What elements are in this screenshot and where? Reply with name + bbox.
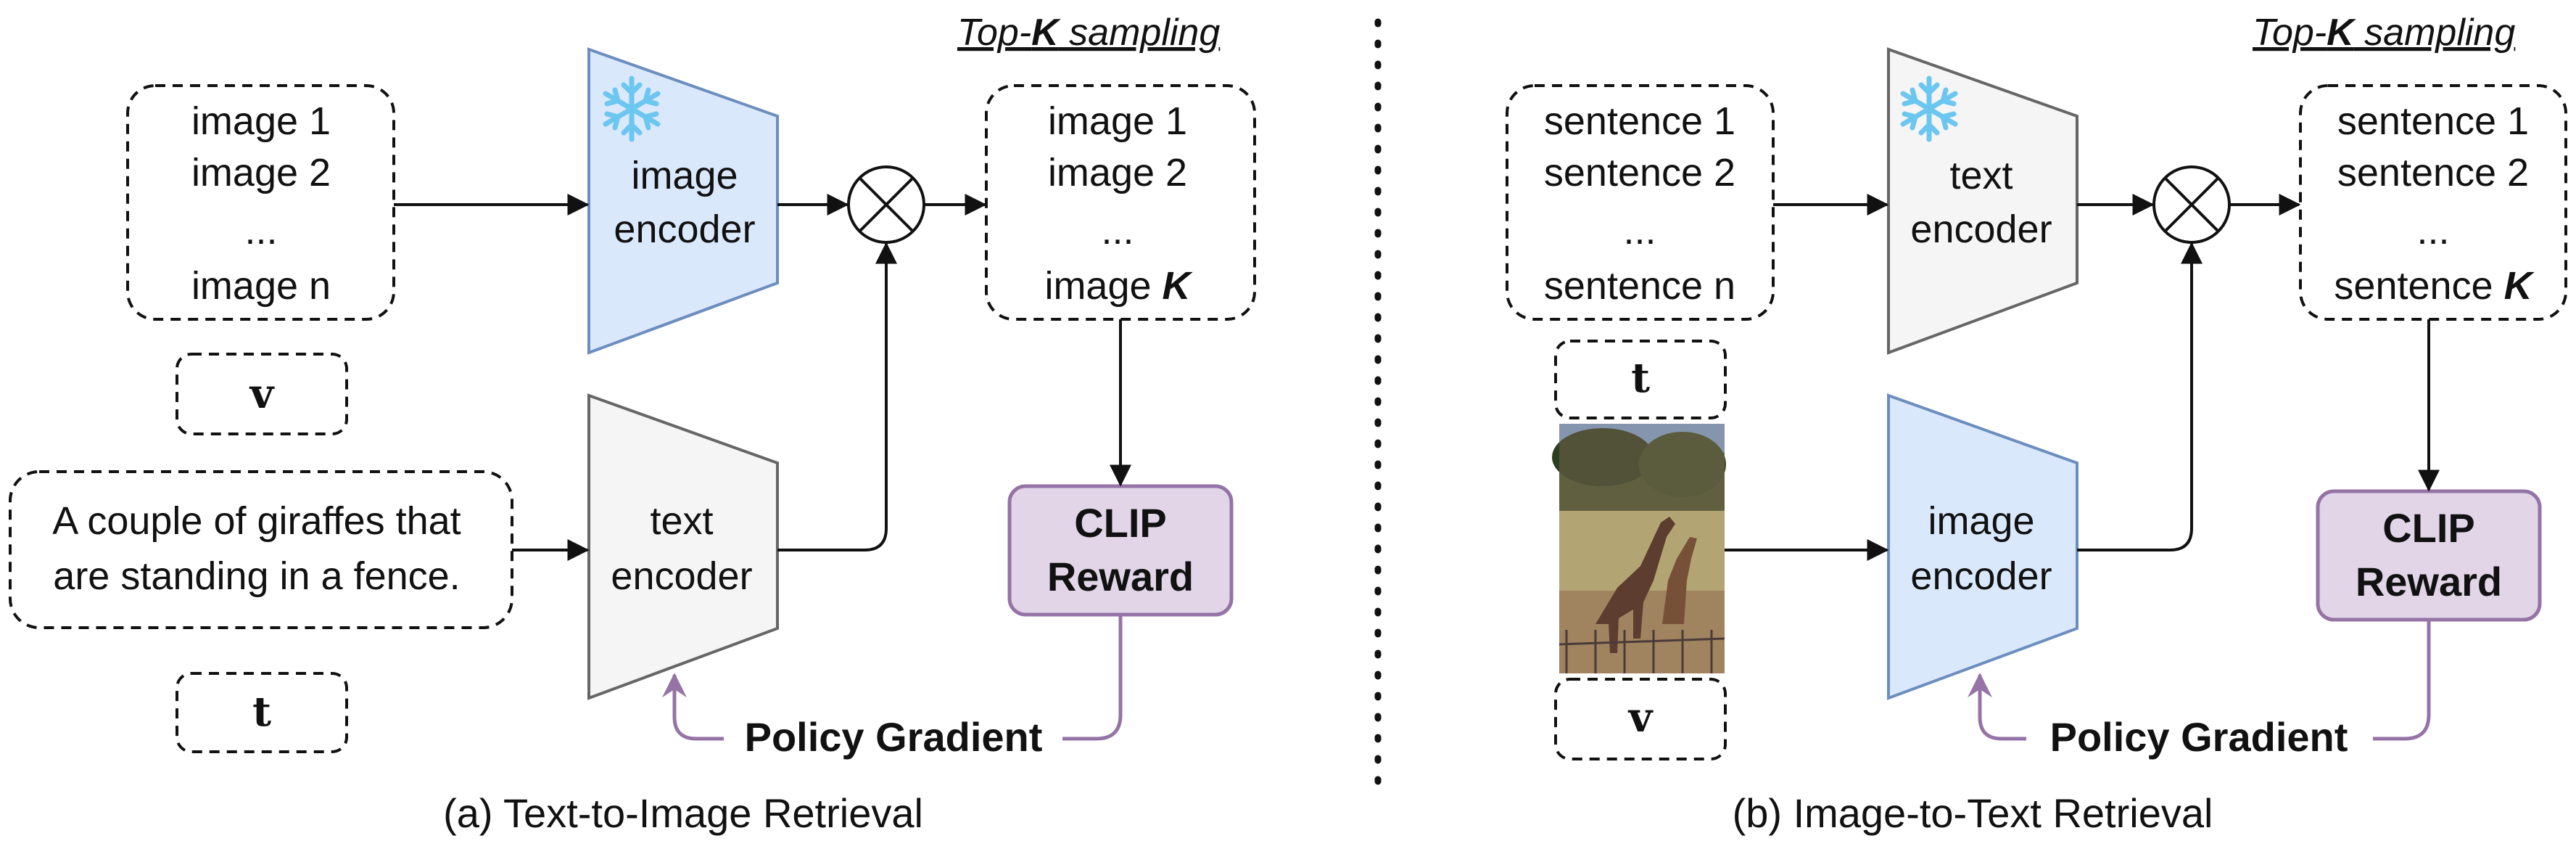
- image-encoder-query: [1887, 393, 2078, 700]
- clip-reward-label-b-2: Reward: [2356, 559, 2502, 604]
- clip-reward-label-2: Reward: [1047, 554, 1194, 599]
- top-k-title-a: Top-K sampling: [957, 12, 1220, 54]
- t-variable-box-b: [1554, 340, 1727, 419]
- top-k-image-2: image 2: [1048, 151, 1187, 194]
- policy-gradient-arrow: [662, 673, 724, 741]
- image-encoder-label-2: encoder: [614, 208, 755, 251]
- candidate-images-box: [126, 84, 395, 321]
- query-text-line-1: A couple of giraffes that: [52, 499, 461, 543]
- query-text-box: [9, 470, 513, 629]
- top-k-image-1: image 1: [1048, 99, 1187, 143]
- circled-times-icon-b: [2152, 165, 2231, 244]
- text-encoder-query: [587, 393, 779, 700]
- reward-feedback-line: [1062, 615, 1123, 741]
- candidate-sentence-ellipsis: ...: [1623, 209, 1656, 253]
- v-variable-box-b: [1554, 678, 1727, 760]
- candidate-sentence-n: sentence n: [1544, 264, 1735, 308]
- caption-a: (a) Text-to-Image Retrieval: [443, 790, 923, 836]
- v-variable-b: v: [1627, 694, 1654, 742]
- caption-b: (b) Image-to-Text Retrieval: [1733, 790, 2213, 836]
- arrow-image-encoder-to-multiply: [2077, 242, 2203, 551]
- text-encoder-label-b-2: encoder: [1910, 208, 2052, 251]
- candidate-sentence-2: sentence 2: [1544, 151, 1735, 194]
- top-k-sentence-1: sentence 1: [2337, 99, 2529, 143]
- top-k-sentence-ellipsis: ...: [2416, 209, 2449, 253]
- top-k-title-b: Top-K sampling: [2253, 12, 2515, 54]
- t-variable-b: t: [1631, 354, 1650, 402]
- image-encoder-frozen: [587, 47, 779, 355]
- text-encoder-frozen: [1887, 47, 2078, 355]
- policy-gradient-arrow-b: [1968, 673, 2026, 741]
- text-encoder-label-2: encoder: [611, 554, 752, 598]
- image-encoder-label-1: image: [631, 154, 738, 197]
- text-encoder-label-b-1: text: [1949, 154, 2012, 197]
- top-k-sentence-2: sentence 2: [2337, 151, 2529, 194]
- top-k-sentence-k: sentence K: [2334, 264, 2535, 308]
- reward-feedback-line-b: [2373, 620, 2431, 741]
- policy-gradient-label-b: Policy Gradient: [2050, 714, 2348, 760]
- image-encoder-label-b-2: encoder: [1910, 554, 2052, 598]
- image-encoder-label-b-1: image: [1928, 499, 2034, 543]
- giraffe-photo: [1552, 424, 1726, 673]
- query-text-line-2: are standing in a fence.: [53, 554, 460, 598]
- v-variable: v: [249, 370, 275, 418]
- text-encoder-label-1: text: [650, 499, 713, 543]
- t-variable: t: [252, 688, 271, 736]
- candidate-image-n: image n: [191, 264, 331, 308]
- clip-reward-label-b-1: CLIP: [2382, 505, 2475, 551]
- candidate-sentence-1: sentence 1: [1544, 99, 1735, 143]
- top-k-image-k: image K: [1044, 264, 1193, 308]
- circled-times-icon: [847, 165, 925, 244]
- panel-b: Top-K sampling sentence 1 sentence 2 ...…: [1506, 12, 2567, 836]
- candidate-ellipsis: ...: [244, 209, 277, 253]
- arrow-text-encoder-to-multiply: [777, 242, 897, 551]
- clip-reward-label-1: CLIP: [1074, 500, 1167, 546]
- v-variable-box: [176, 353, 348, 435]
- top-k-ellipsis: ...: [1101, 209, 1134, 253]
- candidate-sentences-box: [1506, 84, 1775, 321]
- candidate-image-1: image 1: [191, 99, 331, 143]
- t-variable-box: [176, 672, 348, 753]
- panel-a: Top-K sampling image 1 image 2 ... image…: [9, 12, 1256, 836]
- policy-gradient-label: Policy Gradient: [745, 714, 1043, 760]
- top-k-sentences-box: [2299, 84, 2567, 321]
- candidate-image-2: image 2: [191, 151, 331, 194]
